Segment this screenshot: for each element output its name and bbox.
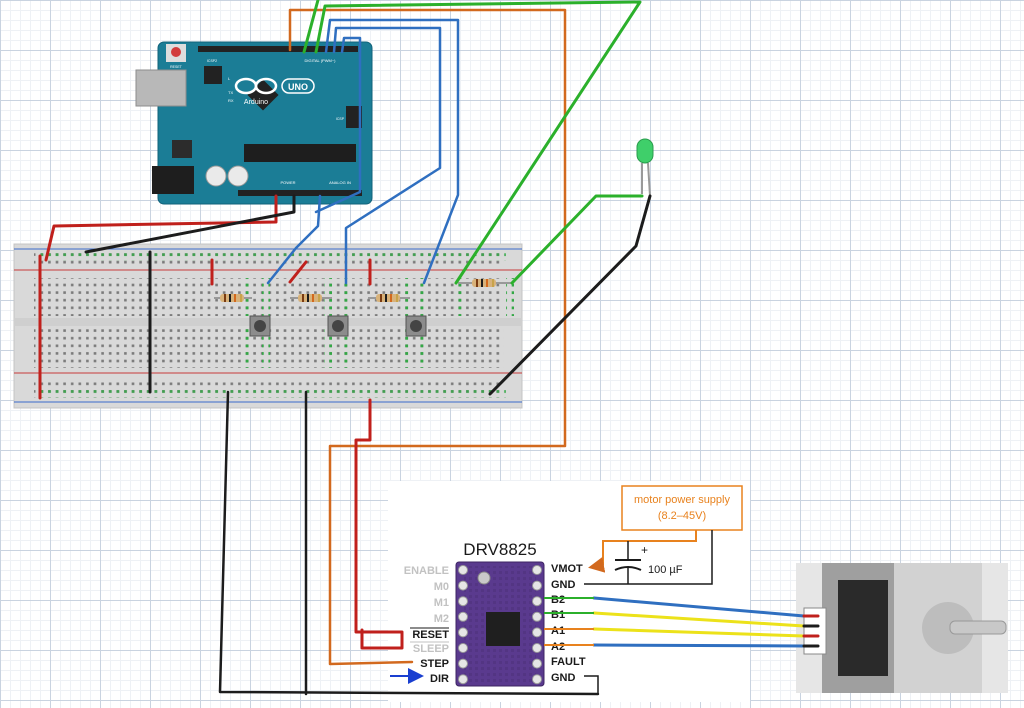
driver-pin-pad [458, 565, 468, 575]
green-led-wire [510, 194, 644, 285]
driver-pin-pad [532, 658, 542, 669]
reset-label: RESET [170, 65, 183, 69]
pin-label-enable: ENABLE [404, 565, 449, 577]
supply-ground-wire [584, 530, 713, 585]
vmot-arrow [588, 556, 606, 573]
pin-label-sleep: SLEEP [413, 643, 449, 655]
black-led-wire [488, 194, 652, 396]
b2-wire [592, 596, 806, 618]
led-l-label: L [228, 76, 231, 81]
resistor [368, 294, 410, 302]
driver-pin-pad [532, 565, 542, 575]
usb-port [135, 69, 187, 107]
pin-label-gnd-top: GND [551, 579, 576, 591]
pushbutton [327, 315, 349, 337]
black-ground-return-wire [218, 390, 600, 696]
driver-pin-pad [532, 580, 542, 591]
arduino-brand-label: Arduino [244, 99, 268, 106]
power-jack [152, 166, 194, 194]
motor-power-supply-box [621, 485, 743, 531]
pin-label-reset: RESET [412, 629, 449, 641]
capacitor-label: 100 µF [648, 564, 683, 576]
orange-step-wire [288, 8, 567, 666]
driver-pin-pad [532, 674, 542, 685]
driver-pin-pad [458, 580, 468, 591]
power-analog-header [238, 190, 362, 196]
pushbutton [405, 315, 427, 337]
driver-right-pins [532, 565, 542, 685]
atmega-chip [244, 144, 356, 162]
pin-label-m1: M1 [434, 597, 449, 609]
black-gnd-wire [84, 194, 296, 254]
blue-wire-1 [324, 18, 460, 285]
driver-pin-pad [532, 643, 542, 653]
green-wire-b [314, 0, 642, 285]
vmot-supply-wire [602, 530, 697, 565]
pin-label-vmot: VMOT [551, 563, 583, 575]
driver-pin-pad [458, 674, 468, 685]
digital-header [198, 46, 358, 52]
led-tx-label: TX [228, 90, 233, 95]
driver-pin-pad [458, 611, 468, 622]
arduino-uno-logo: UNO [288, 82, 308, 92]
green-led [636, 138, 654, 197]
pin-label-a1: A1 [551, 625, 565, 637]
green-wire-a [302, 0, 320, 54]
driver-pin-pad [458, 627, 468, 638]
gnd-bottom-bracket [584, 675, 599, 694]
power-supply-title: motor power supply [634, 494, 730, 506]
driver-pin-pad [532, 596, 542, 607]
driver-pin-pad [532, 611, 542, 622]
pin-label-b1: B1 [551, 609, 565, 621]
pin-label-dir: DIR [430, 673, 449, 685]
blue-wire-3 [314, 36, 362, 214]
pin-label-m0: M0 [434, 581, 449, 593]
power-label: POWER [280, 180, 295, 185]
capacitor-curved-plate [614, 566, 642, 571]
pushbutton [249, 315, 271, 337]
pin-label-step: STEP [420, 658, 449, 670]
resistor [290, 294, 332, 302]
drv8825-board [455, 561, 545, 687]
red-jumper-2 [288, 260, 308, 284]
icsp-label: ICSP [336, 117, 345, 121]
driver-pin-pad [458, 596, 468, 607]
led-rx-label: RX [228, 98, 234, 103]
power-supply-range: (8.2–45V) [658, 510, 706, 522]
pin-label-m2: M2 [434, 613, 449, 625]
a2-wire [592, 643, 806, 648]
resistor [214, 294, 252, 302]
icsp2-label: ICSP2 [207, 59, 217, 63]
driver-pin-leads [544, 597, 594, 646]
digital-label: DIGITAL (PWM~) [305, 58, 337, 63]
a1-wire [592, 627, 806, 638]
pin-label-gnd-bottom: GND [551, 672, 576, 684]
driver-pin-pad [532, 627, 542, 638]
stepper-motor [796, 563, 1008, 693]
pin-label-b2: B2 [551, 594, 565, 606]
arduino-uno-board [135, 41, 373, 205]
driver-left-pins [458, 565, 468, 685]
capacitor-plus: + [641, 543, 648, 557]
driver-pin-pad [458, 643, 468, 653]
red-5v-wire [44, 194, 278, 262]
driver-pin-pad [458, 658, 468, 669]
pin-label-a2: A2 [551, 641, 565, 653]
b1-wire [592, 611, 806, 628]
resistor [458, 279, 512, 287]
analog-in-label: ANALOG IN [329, 180, 351, 185]
wires [38, 0, 820, 696]
blue-wire-2 [332, 26, 442, 285]
driver-title: DRV8825 [463, 540, 536, 559]
blue-wire-4 [266, 194, 322, 285]
red-reset-sleep-wire [354, 398, 404, 650]
pin-label-fault: FAULT [551, 656, 586, 668]
